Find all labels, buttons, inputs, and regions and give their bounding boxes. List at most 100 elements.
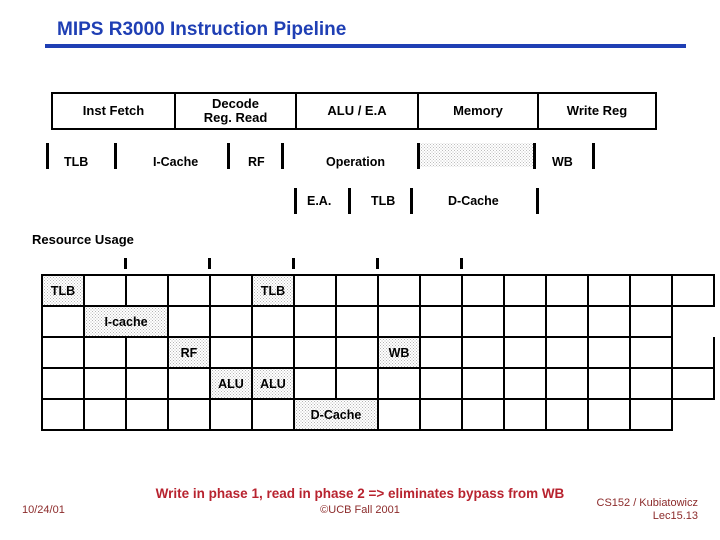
resource-usage-label: Resource Usage xyxy=(32,232,134,247)
resource-usage-grid: TLB TLB I-cache xyxy=(41,274,715,431)
table-row: ALU ALU xyxy=(43,368,715,400)
grid-cell xyxy=(504,276,547,307)
grid-cell-wb: WB xyxy=(378,337,421,369)
table-row: RF WB xyxy=(43,337,715,369)
pipeline-stage-inst-fetch: Inst Fetch xyxy=(53,94,176,128)
grid-cell-i-cache: I-cache xyxy=(84,306,169,338)
grid-cell xyxy=(252,306,295,338)
pipeline-stage-row: Inst Fetch Decode Reg. Read ALU / E.A Me… xyxy=(51,92,657,130)
timeline-tick xyxy=(460,258,463,269)
grid-cell xyxy=(420,276,463,307)
grid-cell xyxy=(546,399,589,431)
resource-usage-table: TLB TLB I-cache xyxy=(43,276,715,431)
grid-cell xyxy=(126,337,169,369)
grid-cell xyxy=(462,306,505,338)
grid-cell xyxy=(336,368,379,400)
grid-cell xyxy=(294,306,337,338)
substage-divider xyxy=(536,188,539,214)
grid-cell xyxy=(168,399,211,431)
grid-cell xyxy=(630,337,673,369)
grid-cell xyxy=(504,368,547,400)
pipeline-stage-label: Memory xyxy=(453,103,503,118)
grid-cell xyxy=(630,368,673,400)
grid-cell xyxy=(43,368,85,400)
pipeline-stage-label: Inst Fetch xyxy=(82,103,145,118)
substage-tlb-mem: TLB xyxy=(371,194,396,208)
grid-cell xyxy=(420,368,463,400)
grid-cell xyxy=(504,399,547,431)
substage-divider xyxy=(417,143,420,169)
substage-i-cache: I-Cache xyxy=(153,155,199,169)
grid-cell xyxy=(462,337,505,369)
grid-cell xyxy=(462,368,505,400)
title-underline xyxy=(45,44,686,48)
grid-cell xyxy=(336,276,379,307)
grid-cell xyxy=(420,337,463,369)
grid-cell-rf: RF xyxy=(168,337,211,369)
grid-cell xyxy=(588,306,631,338)
grid-cell xyxy=(378,306,421,338)
grid-cell xyxy=(84,337,127,369)
substage-tlb-if: TLB xyxy=(64,155,89,169)
grid-cell xyxy=(546,276,589,307)
grid-cell xyxy=(294,276,337,307)
substage-divider xyxy=(592,143,595,169)
grid-cell xyxy=(504,337,547,369)
grid-cell xyxy=(630,399,673,431)
grid-cell xyxy=(294,337,337,369)
grid-cell xyxy=(672,276,715,307)
substage-divider xyxy=(114,143,117,169)
grid-cell xyxy=(168,306,211,338)
grid-cell xyxy=(672,337,715,369)
grid-cell xyxy=(336,337,379,369)
grid-cell xyxy=(588,276,631,307)
grid-cell xyxy=(252,337,295,369)
table-row: I-cache xyxy=(43,306,714,338)
footer-copyright: ©UCB Fall 2001 xyxy=(320,504,400,516)
grid-cell xyxy=(378,276,421,307)
grid-cell xyxy=(210,276,253,307)
grid-cell xyxy=(546,337,589,369)
grid-cell-alu-1: ALU xyxy=(210,368,253,400)
grid-cell xyxy=(630,306,673,338)
summary-caption: Write in phase 1, read in phase 2 => eli… xyxy=(155,486,565,501)
table-row: D-Cache xyxy=(43,399,714,431)
grid-cell xyxy=(336,306,379,338)
grid-cell xyxy=(126,368,169,400)
grid-cell xyxy=(546,368,589,400)
footer-course: CS152 / Kubiatowicz xyxy=(596,497,699,509)
pipeline-stage-alu-ea: ALU / E.A xyxy=(297,94,419,128)
grid-cell xyxy=(420,399,463,431)
timeline-tick xyxy=(124,258,127,269)
timeline-tick xyxy=(292,258,295,269)
grid-cell xyxy=(84,399,127,431)
table-row: TLB TLB xyxy=(43,276,715,307)
grid-cell xyxy=(588,337,631,369)
grid-cell xyxy=(43,399,85,431)
substage-operation: Operation xyxy=(326,155,386,169)
grid-cell xyxy=(84,276,127,307)
grid-cell xyxy=(630,276,673,307)
substage-divider xyxy=(294,188,297,214)
grid-cell xyxy=(504,306,547,338)
grid-cell-tlb-if: TLB xyxy=(43,276,85,307)
grid-cell xyxy=(420,306,463,338)
grid-cell xyxy=(588,399,631,431)
substage-divider xyxy=(533,143,536,169)
substage-d-cache: D-Cache xyxy=(448,194,499,208)
grid-cell xyxy=(168,368,211,400)
substage-ea: E.A. xyxy=(307,194,332,208)
grid-cell xyxy=(43,337,85,369)
grid-cell-tlb-mem: TLB xyxy=(252,276,295,307)
footer-course-info: CS152 / Kubiatowicz Lec15.13 xyxy=(597,497,699,523)
grid-cell-alu-2: ALU xyxy=(252,368,295,400)
grid-cell xyxy=(210,306,253,338)
grid-cell-d-cache: D-Cache xyxy=(294,399,379,431)
grid-cell xyxy=(210,399,253,431)
page-title: MIPS R3000 Instruction Pipeline xyxy=(57,19,347,40)
grid-cell xyxy=(378,368,421,400)
pipeline-stage-decode-reg-read: Decode Reg. Read xyxy=(176,94,297,128)
substage-divider xyxy=(348,188,351,214)
footer-lecture: Lec15.13 xyxy=(652,510,698,522)
